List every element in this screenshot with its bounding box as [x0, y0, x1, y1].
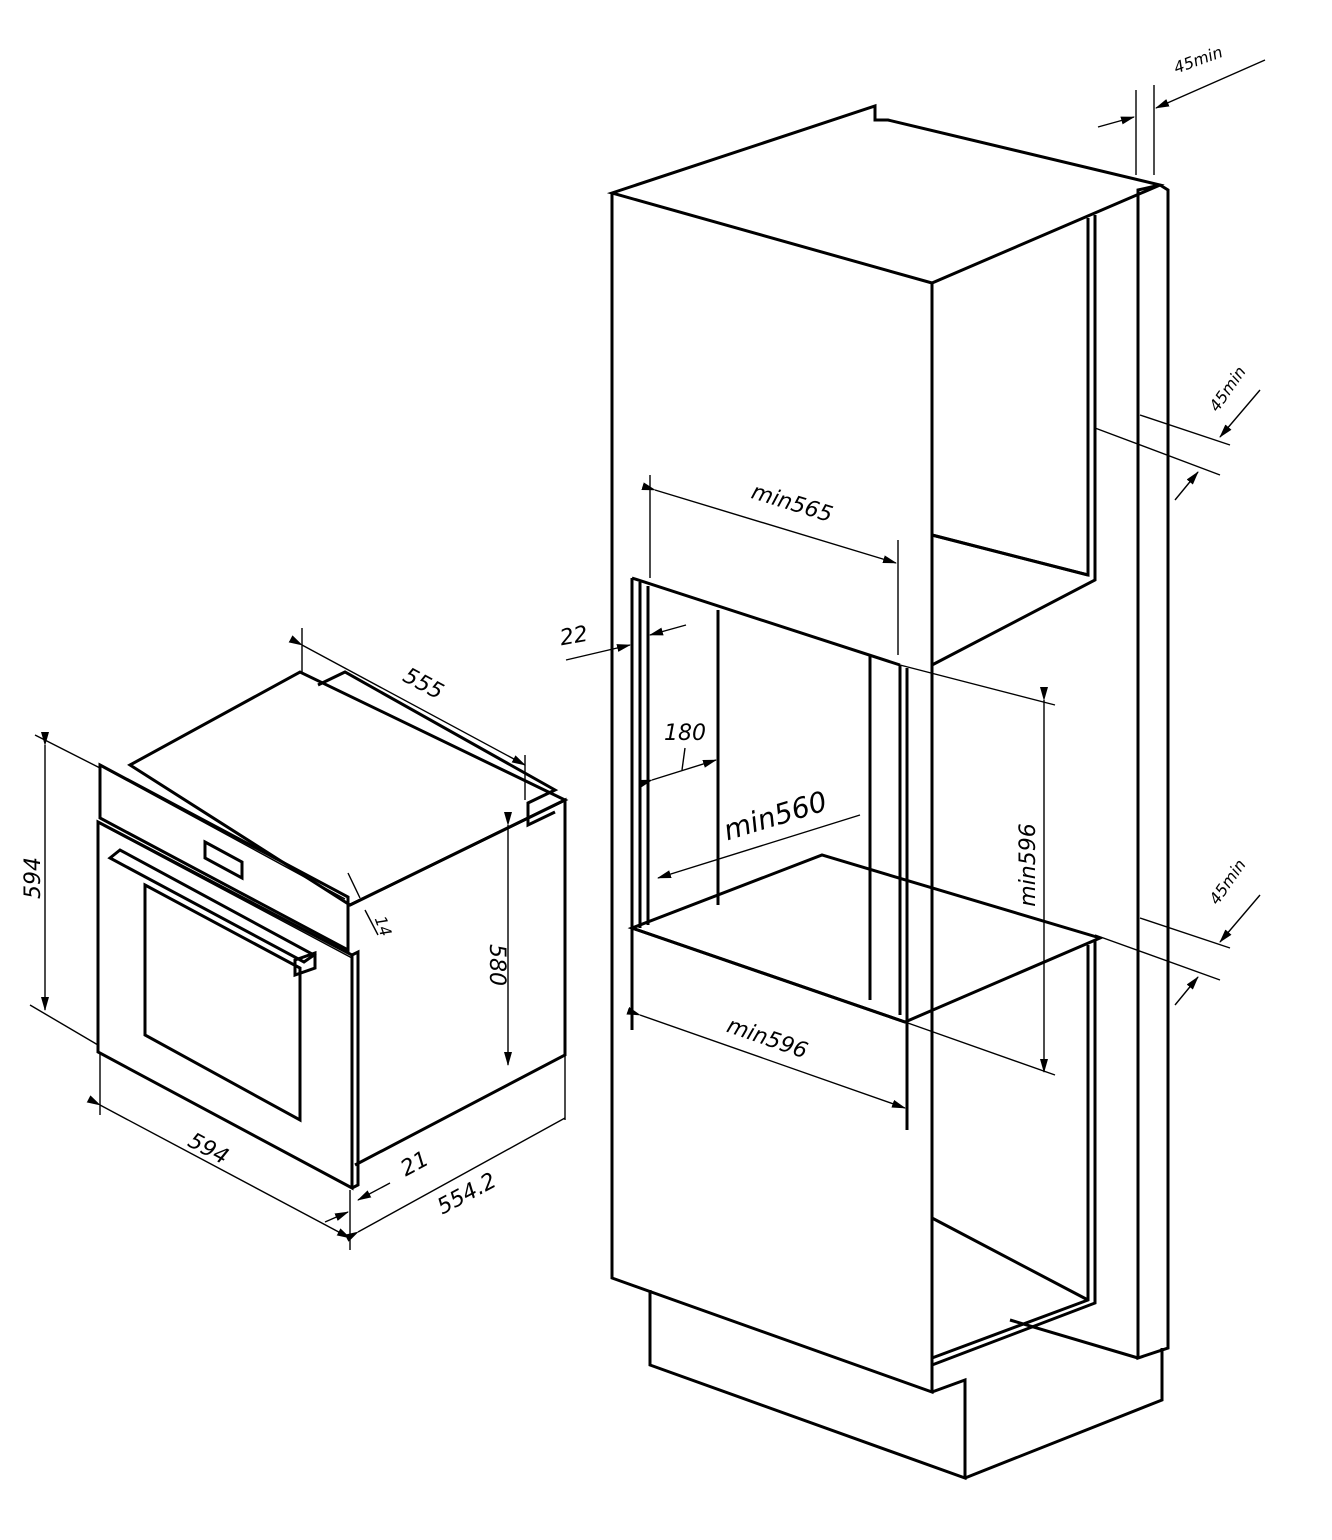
lower-gap-label: 45min	[1205, 856, 1250, 908]
min-width-top-label: min565	[748, 480, 835, 528]
min-height-label: min596	[1016, 823, 1041, 906]
top-gap-label: 45min	[1171, 42, 1225, 77]
oven-width-label: 594	[184, 1128, 233, 1170]
side-thickness-label: 22	[558, 622, 590, 651]
cabinet-dimensions: 45min 45min 45min min565 22 180 min560	[558, 42, 1266, 1109]
upper-gap-label: 45min	[1205, 363, 1250, 415]
panel-thickness-label: 14	[371, 913, 396, 939]
min-depth-label: min560	[720, 785, 831, 848]
total-depth-label: 554.2	[433, 1168, 500, 1220]
oven-depth-label: 555	[399, 663, 448, 705]
vent-depth-label: 180	[664, 721, 706, 746]
door-thickness-label: 21	[397, 1147, 433, 1182]
oven-body-height-label: 580	[484, 944, 509, 986]
min-width-bottom-label: min596	[724, 1013, 811, 1064]
cabinet-drawing	[606, 103, 1170, 1481]
oven-height-label: 594	[21, 857, 46, 899]
